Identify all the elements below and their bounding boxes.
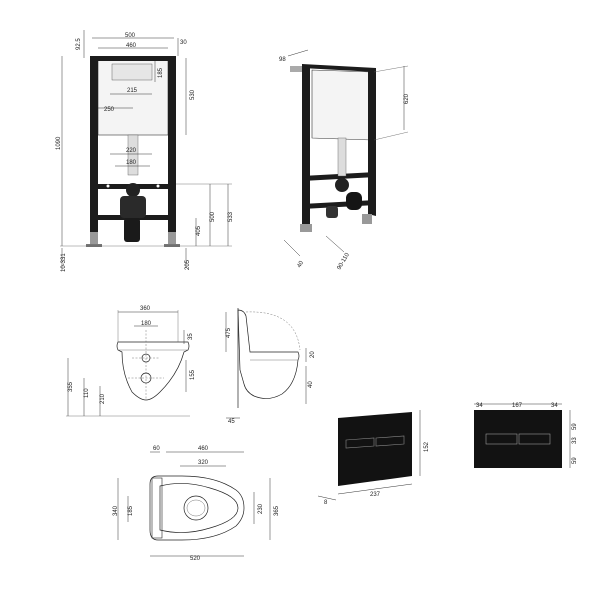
bowl-top-view: 60 460 320 185 230 365 340 520 bbox=[113, 446, 280, 562]
dim-bowl-35: 35 bbox=[188, 333, 194, 340]
drain-elbow bbox=[120, 196, 146, 218]
dim-plate-59-top: 59 bbox=[572, 423, 578, 430]
dim-185: 185 bbox=[158, 67, 164, 78]
flush-plate-iso bbox=[338, 412, 412, 486]
frame-iso-view: 98 620 40 90-110 bbox=[279, 49, 410, 271]
frame-top-rail bbox=[90, 56, 176, 61]
dim-500-height: 500 bbox=[210, 211, 216, 222]
dim-bowl-180: 180 bbox=[141, 321, 152, 327]
dim-top-340: 340 bbox=[113, 505, 119, 516]
dim-215: 215 bbox=[127, 88, 138, 94]
flush-button-right bbox=[518, 433, 551, 445]
dim-40: 40 bbox=[297, 260, 306, 269]
flush-plate-front bbox=[474, 410, 562, 468]
flush-button-right-iso bbox=[375, 435, 405, 447]
dim-top-460: 460 bbox=[198, 446, 209, 452]
bowl-side-outline bbox=[237, 309, 300, 399]
dim-90-110: 90-110 bbox=[337, 252, 352, 271]
dim-30: 30 bbox=[180, 40, 187, 46]
dim-220: 220 bbox=[126, 148, 137, 154]
flush-button-left bbox=[485, 433, 518, 445]
dim-side-45: 45 bbox=[228, 419, 235, 425]
dim-bowl-355: 355 bbox=[68, 381, 74, 392]
dim-405: 405 bbox=[196, 225, 202, 236]
dim-side-20: 20 bbox=[310, 351, 316, 358]
dim-top-520: 520 bbox=[190, 556, 201, 562]
dim-bowl-155: 155 bbox=[190, 369, 196, 380]
frame-right-foot bbox=[168, 232, 176, 246]
flush-pipe bbox=[127, 134, 139, 176]
iso-cistern-tank bbox=[311, 69, 373, 141]
dim-plate-59-bottom: 59 bbox=[572, 457, 578, 464]
dim-460: 460 bbox=[126, 43, 137, 49]
drain-connector bbox=[126, 183, 140, 197]
dim-10-331: 10-331 bbox=[61, 253, 67, 272]
dim-bowl-210: 210 bbox=[100, 393, 106, 404]
dim-side-475: 475 bbox=[226, 327, 232, 338]
dim-plate-237: 237 bbox=[370, 492, 381, 498]
flush-opening bbox=[111, 63, 153, 81]
bowl-front-view: 360 180 355 110 210 35 155 bbox=[66, 306, 196, 417]
dim-92-5: 92.5 bbox=[76, 38, 82, 50]
frame-left-upright bbox=[90, 56, 98, 232]
dim-500: 500 bbox=[125, 33, 136, 39]
dim-530: 530 bbox=[190, 89, 196, 100]
dim-plate-33: 33 bbox=[572, 437, 578, 444]
bowl-drain bbox=[183, 495, 209, 521]
dim-top-320: 320 bbox=[198, 460, 209, 466]
dim-533: 533 bbox=[228, 211, 234, 222]
drain-outlet bbox=[124, 218, 140, 242]
flush-button-left-iso bbox=[345, 437, 375, 449]
dim-plate-167: 167 bbox=[512, 403, 523, 409]
dim-top-185: 185 bbox=[128, 505, 134, 516]
bowl-side-view: 475 20 40 45 bbox=[225, 308, 316, 425]
flush-plate-iso-view: 152 237 8 bbox=[317, 410, 430, 506]
dim-plate-8: 8 bbox=[324, 500, 328, 506]
dim-top-230: 230 bbox=[258, 503, 264, 514]
iso-right-upright bbox=[368, 68, 376, 216]
frame-right-upright bbox=[168, 56, 176, 232]
frame-front-view: 500 460 92.5 30 185 215 250 530 1090 220… bbox=[56, 30, 234, 272]
dim-plate-34-left: 34 bbox=[476, 403, 483, 409]
bowl-front-outline bbox=[116, 341, 190, 401]
dim-plate-34-right: 34 bbox=[551, 403, 558, 409]
dim-1090: 1090 bbox=[56, 136, 62, 150]
dim-top-60: 60 bbox=[153, 446, 160, 452]
flush-plate-front-view: 34 167 34 59 33 59 bbox=[474, 403, 578, 468]
dim-bowl-110: 110 bbox=[84, 388, 90, 398]
iso-left-upright bbox=[302, 64, 310, 226]
dim-620: 620 bbox=[404, 93, 410, 104]
dim-250: 250 bbox=[104, 107, 115, 113]
dim-plate-152: 152 bbox=[424, 441, 430, 452]
dim-side-40: 40 bbox=[308, 381, 314, 388]
dim-top-365: 365 bbox=[274, 505, 280, 516]
dim-bowl-360: 360 bbox=[140, 306, 151, 312]
dim-180: 180 bbox=[126, 160, 137, 166]
dim-98: 98 bbox=[279, 57, 286, 63]
dim-205: 205 bbox=[185, 259, 191, 270]
bowl-top-outline bbox=[149, 475, 245, 541]
frame-left-foot bbox=[90, 232, 98, 246]
